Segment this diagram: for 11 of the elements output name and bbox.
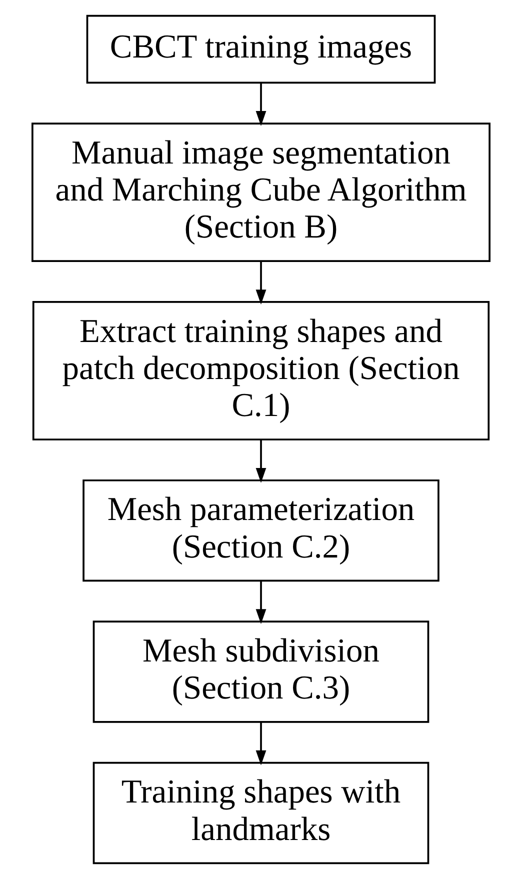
node-box: Training shapes with landmarks <box>92 762 430 864</box>
arrow <box>256 722 266 766</box>
arrow <box>256 581 266 624</box>
node-box: Extract training shapes and patch decomposition (Section C.1) <box>32 301 490 440</box>
node-box: Manual image segmentation and Marching Cube Algorithm (Section B) <box>32 122 490 262</box>
node-box: CBCT training images <box>86 14 436 84</box>
node-box: Mesh parameterization (Section C.2) <box>82 479 440 582</box>
arrow <box>256 261 266 305</box>
arrow <box>256 440 266 483</box>
node-box: Mesh subdivision (Section C.3) <box>92 620 430 723</box>
arrow <box>256 82 266 126</box>
